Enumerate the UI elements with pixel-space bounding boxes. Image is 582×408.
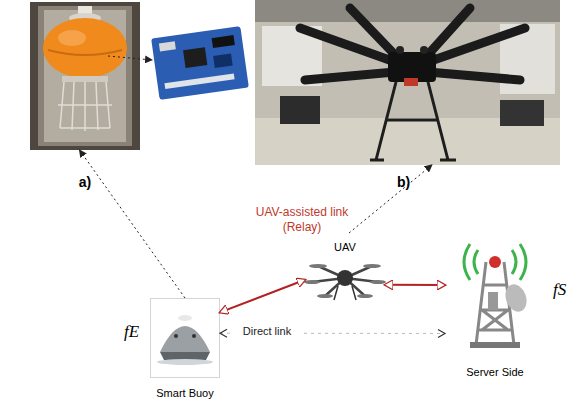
diagram-node: Server Side [445,232,545,350]
frequency-symbol: fS [553,280,566,300]
diagram-node: UAV [305,233,385,305]
dotted-pointer-arrow [349,165,432,233]
relay-link-arrow [385,284,445,286]
uav-icon [304,264,386,300]
node-label: Smart Buoy [131,387,239,399]
drone-photo [255,0,560,165]
leader-line [108,56,152,60]
server-tower-icon [464,244,530,348]
node-label: a) [10,174,160,190]
node-label: UAV [285,241,405,253]
frequency-symbol: fE [124,322,139,342]
link-label: Direct link [232,325,302,339]
fpga-board [151,26,249,100]
relay-link-arrow [220,280,305,313]
diagram-node: a) [30,2,140,150]
buoy-photo [30,2,140,150]
node-label: b) [231,174,576,190]
dotted-pointer-arrow [80,150,186,298]
node-label: Server Side [425,366,565,378]
diagram-node: b) [255,0,560,165]
link-label: UAV-assisted link (Relay) [246,205,358,235]
buoy-icon [150,298,220,378]
diagram-node: Smart Buoy [150,298,220,378]
